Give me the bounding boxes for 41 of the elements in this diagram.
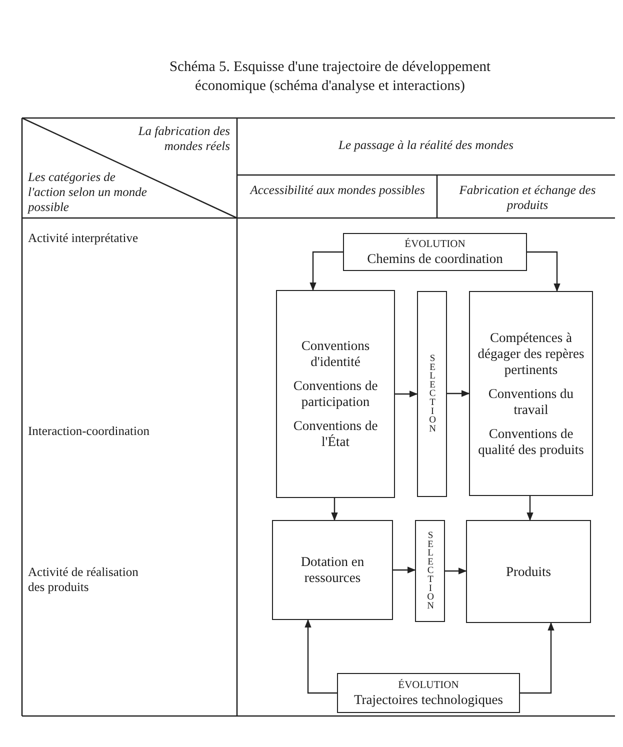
box-text: Conventions de l'État bbox=[292, 418, 379, 450]
box-text: Conventions de qualité des produits bbox=[477, 426, 585, 458]
process-box bbox=[272, 520, 393, 620]
table-header: Les catégories de l'action selon un monde possible bbox=[28, 170, 148, 215]
selection-bar bbox=[417, 291, 447, 497]
arrow bbox=[447, 390, 470, 397]
diagram-title: Schéma 5. Esquisse d'une trajectoire de développement économique (schéma d'analyse et interactions) bbox=[168, 58, 492, 96]
column-header: Accessibilité aux mondes possibles bbox=[248, 183, 426, 198]
arrow bbox=[310, 251, 343, 291]
evolution-box bbox=[337, 673, 520, 713]
box-heading: ÉVOLUTION bbox=[404, 238, 466, 250]
box-text: Chemins de coordination bbox=[367, 250, 503, 266]
row-header: Activité interprétative bbox=[28, 231, 140, 246]
box-text: Trajectoires technologiques bbox=[354, 692, 504, 708]
evolution-box bbox=[343, 233, 527, 271]
column-header: Fabrication et échange des produits bbox=[458, 183, 597, 213]
box-text: Conventions du travail bbox=[487, 386, 575, 418]
selection-bar bbox=[415, 520, 445, 622]
arrow bbox=[395, 390, 418, 398]
arrow bbox=[445, 568, 467, 574]
table-header: La fabrication des mondes réels bbox=[137, 124, 230, 154]
arrow bbox=[393, 566, 416, 574]
vertical-label: SELECTION bbox=[426, 354, 438, 434]
box-text: Conventions de participation bbox=[292, 378, 379, 410]
process-box bbox=[276, 290, 395, 498]
arrow bbox=[331, 498, 338, 521]
row-header: Activité de réalisation des produits bbox=[28, 565, 140, 595]
box-heading: ÉVOLUTION bbox=[398, 678, 459, 692]
box-text: Compétences à dégager des repères pertinents bbox=[476, 330, 586, 378]
vertical-label: SELECTION bbox=[424, 531, 436, 611]
arrow bbox=[526, 496, 534, 521]
arrow bbox=[527, 251, 560, 292]
arrow bbox=[520, 622, 554, 694]
process-box bbox=[466, 520, 591, 623]
box-text: Produits bbox=[506, 564, 551, 580]
process-box bbox=[469, 291, 593, 496]
box-text: Conventions d'identité bbox=[300, 338, 371, 370]
arrow bbox=[304, 619, 337, 694]
row-header: Interaction-coordination bbox=[28, 424, 150, 439]
box-text: Dotation en ressources bbox=[300, 554, 366, 586]
table-header: Le passage à la réalité des mondes bbox=[337, 138, 514, 153]
